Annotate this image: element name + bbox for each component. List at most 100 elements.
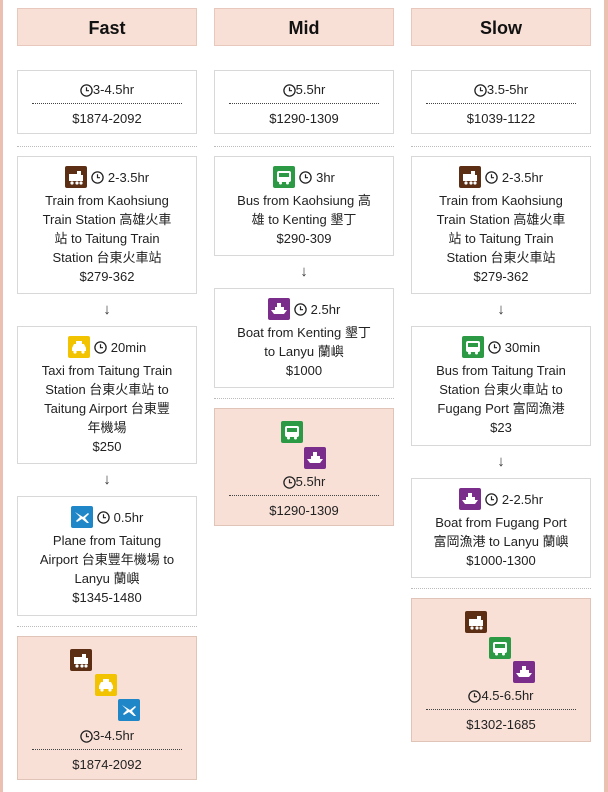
leg-price: $250: [92, 439, 122, 454]
boat-icon: [458, 488, 481, 510]
down-arrow-icon: ↓: [497, 301, 505, 318]
leg-card-boat: 2-2.5hr Boat from Fugang Port 富岡漁港 to La…: [411, 478, 591, 578]
section-divider: [17, 626, 197, 627]
bus-icon: [273, 166, 296, 188]
divider: [229, 103, 379, 104]
clock-icon: [80, 730, 93, 743]
summary-box-fast: 3-4.5hr $1874-2092: [17, 70, 197, 134]
combo-time: 5.5hr: [295, 474, 326, 489]
leg-text-line: Bus from Taitung Train: [436, 363, 566, 378]
leg-text-line: Station 台東火車站: [52, 250, 162, 265]
leg-card-boat: 2.5hr Boat from Kenting 墾丁 to Lanyu 蘭嶼 $…: [214, 288, 394, 388]
leg-text-line: Plane from Taitung: [52, 533, 162, 548]
combo-price: $1290-1309: [269, 503, 339, 518]
leg-text-line: Train Station 高雄火車: [42, 212, 172, 227]
summary-price: $1874-2092: [72, 111, 142, 126]
leg-time: 30min: [504, 339, 541, 355]
leg-card-plane: 0.5hr Plane from Taitung Airport 台東豐年機場 …: [17, 496, 197, 616]
leg-time: 2-2.5hr: [501, 491, 544, 507]
clock-icon: [91, 170, 104, 184]
leg-text-line: Boat from Kenting 墾丁: [237, 325, 371, 340]
clock-icon: [96, 510, 110, 524]
leg-price: $279-362: [79, 269, 135, 284]
leg-time: 2-3.5hr: [501, 169, 544, 185]
leg-price: $1000-1300: [466, 553, 536, 568]
route-summary-fast: 3-4.5hr $1874-2092: [17, 636, 197, 780]
summary-time: 3.5-5hr: [486, 82, 529, 97]
down-arrow-icon: ↓: [103, 301, 111, 318]
leg-price: $279-362: [473, 269, 529, 284]
leg-text-line: Lanyu 蘭嶼: [74, 571, 140, 586]
route-summary-mid: 5.5hr $1290-1309: [214, 408, 394, 526]
leg-text-line: Station 台東火車站 to: [45, 382, 169, 397]
leg-text-line: Taxi from Taitung Train: [41, 363, 173, 378]
clock-icon: [468, 690, 482, 703]
combo-time: 4.5-6.5hr: [481, 688, 534, 703]
leg-text-line: Train Station 高雄火車: [436, 212, 566, 227]
bus-icon: [281, 421, 303, 443]
divider: [32, 749, 182, 750]
clock-icon: [282, 476, 296, 489]
leg-time: 2-3.5hr: [107, 169, 150, 185]
boat-icon: [304, 447, 326, 469]
divider: [229, 495, 379, 496]
divider: [426, 709, 576, 710]
leg-time: 0.5hr: [113, 509, 144, 525]
leg-text-line: 站 to Taitung Train: [448, 231, 554, 246]
summary-box-mid: 5.5hr $1290-1309: [214, 70, 394, 134]
leg-text-line: 年機場: [87, 420, 127, 435]
leg-text-line: Fugang Port 富岡漁港: [437, 401, 565, 416]
summary-price: $1039-1122: [466, 111, 536, 126]
down-arrow-icon: ↓: [300, 263, 308, 280]
train-icon: [465, 611, 487, 633]
summary-time: 3-4.5hr: [92, 82, 135, 97]
leg-text-line: Airport 台東豐年機場 to: [39, 552, 175, 567]
summary-box-slow: 3.5-5hr $1039-1122: [411, 70, 591, 134]
section-divider: [214, 398, 394, 399]
column-header-mid: Mid: [214, 8, 394, 46]
down-arrow-icon: ↓: [103, 471, 111, 488]
clock-icon: [94, 340, 107, 354]
clock-icon: [474, 84, 487, 97]
boat-icon: [513, 661, 535, 683]
leg-text-line: Station 台東火車站 to: [439, 382, 563, 397]
clock-icon: [299, 170, 312, 184]
leg-text-line: 富岡漁港 to Lanyu 蘭嶼: [433, 534, 569, 549]
combo-price: $1302-1685: [466, 717, 536, 732]
boat-icon: [267, 298, 290, 320]
leg-text-line: Train from Kaohsiung: [45, 193, 169, 208]
train-icon: [70, 649, 92, 671]
divider: [32, 103, 182, 104]
leg-price: $23: [490, 420, 512, 435]
leg-time: 20min: [110, 339, 147, 355]
clock-icon: [485, 492, 498, 506]
column-header-slow: Slow: [411, 8, 591, 46]
page-edge-right: [604, 0, 608, 792]
taxi-icon: [95, 674, 117, 696]
clock-icon: [282, 84, 296, 97]
leg-text-line: Taitung Airport 台東豐: [44, 401, 170, 416]
leg-price: $1000: [285, 363, 323, 378]
bus-icon: [461, 336, 484, 358]
section-divider: [214, 146, 394, 147]
leg-text-line: Station 台東火車站: [446, 250, 556, 265]
section-divider: [411, 588, 591, 589]
leg-text-line: Train from Kaohsiung: [439, 193, 563, 208]
column-header-fast: Fast: [17, 8, 197, 46]
plane-icon: [118, 699, 140, 721]
leg-card-train: 2-3.5hr Train from Kaohsiung Train Stati…: [17, 156, 197, 294]
clock-icon: [488, 340, 501, 354]
leg-text-line: 雄 to Kenting 墾丁: [251, 212, 357, 227]
leg-card-bus: 3hr Bus from Kaohsiung 高 雄 to Kenting 墾丁…: [214, 156, 394, 256]
leg-price: $290-309: [276, 231, 332, 246]
leg-card-bus: 30min Bus from Taitung Train Station 台東火…: [411, 326, 591, 446]
clock-icon: [485, 170, 498, 184]
clock-icon: [80, 84, 93, 97]
leg-text-line: 站 to Taitung Train: [54, 231, 160, 246]
leg-price: $1345-1480: [72, 590, 142, 605]
section-divider: [17, 146, 197, 147]
taxi-icon: [67, 336, 90, 358]
summary-price: $1290-1309: [269, 111, 339, 126]
summary-time: 5.5hr: [295, 82, 326, 97]
bus-icon: [489, 637, 511, 659]
